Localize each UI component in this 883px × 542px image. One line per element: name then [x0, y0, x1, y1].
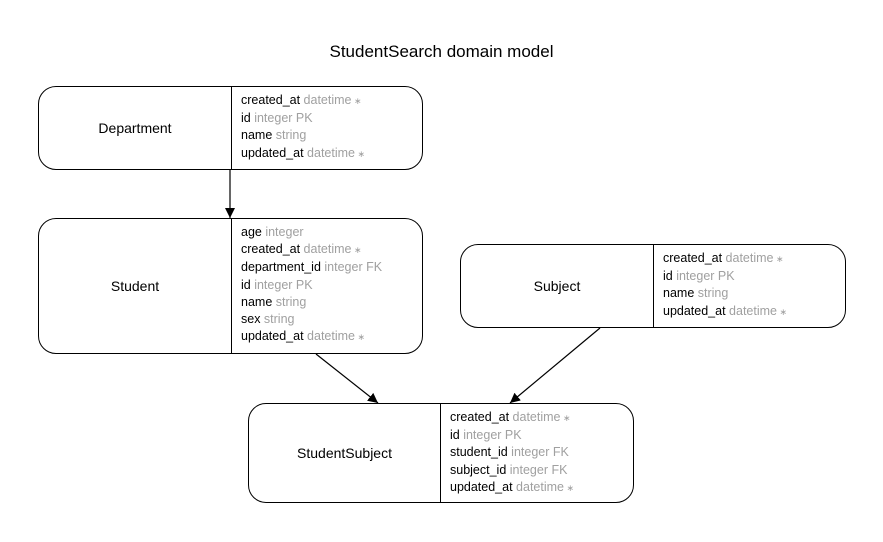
attribute-type: string: [272, 294, 307, 309]
attribute-type: integer: [261, 225, 304, 239]
entity-subject[interactable]: Subject created_at datetime ∗id integer …: [460, 244, 846, 328]
attribute-name: name: [241, 128, 273, 143]
attribute-row: subject_id integer FK: [450, 462, 574, 479]
attribute-name: id: [663, 269, 673, 284]
attribute-row: created_at datetime ∗: [241, 241, 382, 259]
attribute-row: sex string: [241, 311, 382, 328]
attribute-name: name: [241, 294, 273, 309]
attribute-row: updated_at datetime ∗: [241, 328, 382, 346]
attribute-type: integer FK: [506, 462, 568, 477]
entity-name: StudentSubject: [249, 404, 441, 502]
attribute-row: name string: [241, 127, 365, 144]
attribute-type: integer PK: [459, 428, 522, 443]
attribute-row: created_at datetime ∗: [663, 250, 787, 268]
not-null-marker: ∗: [560, 413, 571, 423]
attribute-name: student_id: [450, 445, 508, 460]
entity-department[interactable]: Department created_at datetime ∗id integ…: [38, 86, 423, 170]
attribute-type: integer FK: [320, 260, 383, 275]
attribute-row: age integer: [241, 224, 382, 241]
attribute-name: created_at: [241, 93, 301, 107]
attribute-name: id: [241, 111, 251, 126]
attribute-type: string: [272, 128, 307, 143]
attribute-row: created_at datetime ∗: [241, 92, 365, 110]
attribute-row: id integer PK: [663, 268, 787, 285]
not-null-marker: ∗: [351, 96, 362, 106]
attribute-name: id: [450, 428, 460, 443]
attribute-type: datetime: [300, 93, 352, 107]
attribute-name: name: [663, 286, 695, 301]
not-null-marker: ∗: [563, 482, 575, 493]
attribute-row: updated_at datetime ∗: [450, 479, 574, 497]
attribute-row: id integer PK: [450, 427, 574, 444]
attribute-row: name string: [663, 285, 787, 302]
attribute-name: updated_at: [663, 303, 726, 318]
attribute-type: integer PK: [250, 277, 313, 292]
attribute-name: updated_at: [241, 329, 304, 344]
attribute-name: created_at: [241, 242, 301, 257]
attribute-type: datetime: [725, 303, 777, 318]
attribute-type: integer FK: [507, 445, 569, 460]
attribute-row: id integer PK: [241, 277, 382, 294]
attribute-row: created_at datetime ∗: [450, 409, 574, 427]
relation-subject-studentsubject: [509, 327, 601, 404]
attribute-name: age: [241, 225, 262, 239]
attribute-name: sex: [241, 312, 261, 327]
not-null-marker: ∗: [351, 245, 362, 256]
attribute-name: id: [241, 277, 251, 292]
attribute-row: updated_at datetime ∗: [241, 145, 365, 163]
attribute-type: datetime: [722, 251, 774, 265]
attribute-type: string: [260, 312, 295, 327]
attribute-row: name string: [241, 294, 382, 311]
attribute-type: datetime: [303, 329, 355, 344]
entity-studentsubject[interactable]: StudentSubject created_at datetime ∗id i…: [248, 403, 634, 503]
not-null-marker: ∗: [354, 332, 366, 343]
attribute-name: subject_id: [450, 462, 507, 477]
attribute-row: department_id integer FK: [241, 259, 382, 276]
attribute-name: created_at: [450, 410, 510, 424]
entity-name: Student: [39, 219, 232, 353]
attribute-type: datetime: [303, 145, 355, 160]
attribute-name: created_at: [663, 251, 723, 265]
attribute-type: datetime: [300, 242, 352, 257]
attribute-row: student_id integer FK: [450, 444, 574, 461]
not-null-marker: ∗: [354, 148, 366, 159]
attribute-name: updated_at: [241, 145, 304, 160]
attribute-name: department_id: [241, 260, 321, 275]
attribute-type: datetime: [509, 410, 561, 424]
attribute-row: id integer PK: [241, 110, 365, 127]
not-null-marker: ∗: [776, 306, 788, 317]
attribute-name: updated_at: [450, 479, 513, 494]
attribute-type: integer PK: [250, 111, 313, 126]
entity-name: Department: [39, 87, 232, 169]
attribute-type: integer PK: [672, 269, 735, 284]
attribute-type: datetime: [512, 479, 564, 494]
relation-student-studentsubject: [315, 353, 379, 404]
attribute-type: string: [694, 286, 729, 301]
entity-name: Subject: [461, 245, 654, 327]
attribute-row: updated_at datetime ∗: [663, 303, 787, 321]
not-null-marker: ∗: [773, 254, 784, 264]
diagram-title: StudentSearch domain model: [329, 42, 554, 61]
